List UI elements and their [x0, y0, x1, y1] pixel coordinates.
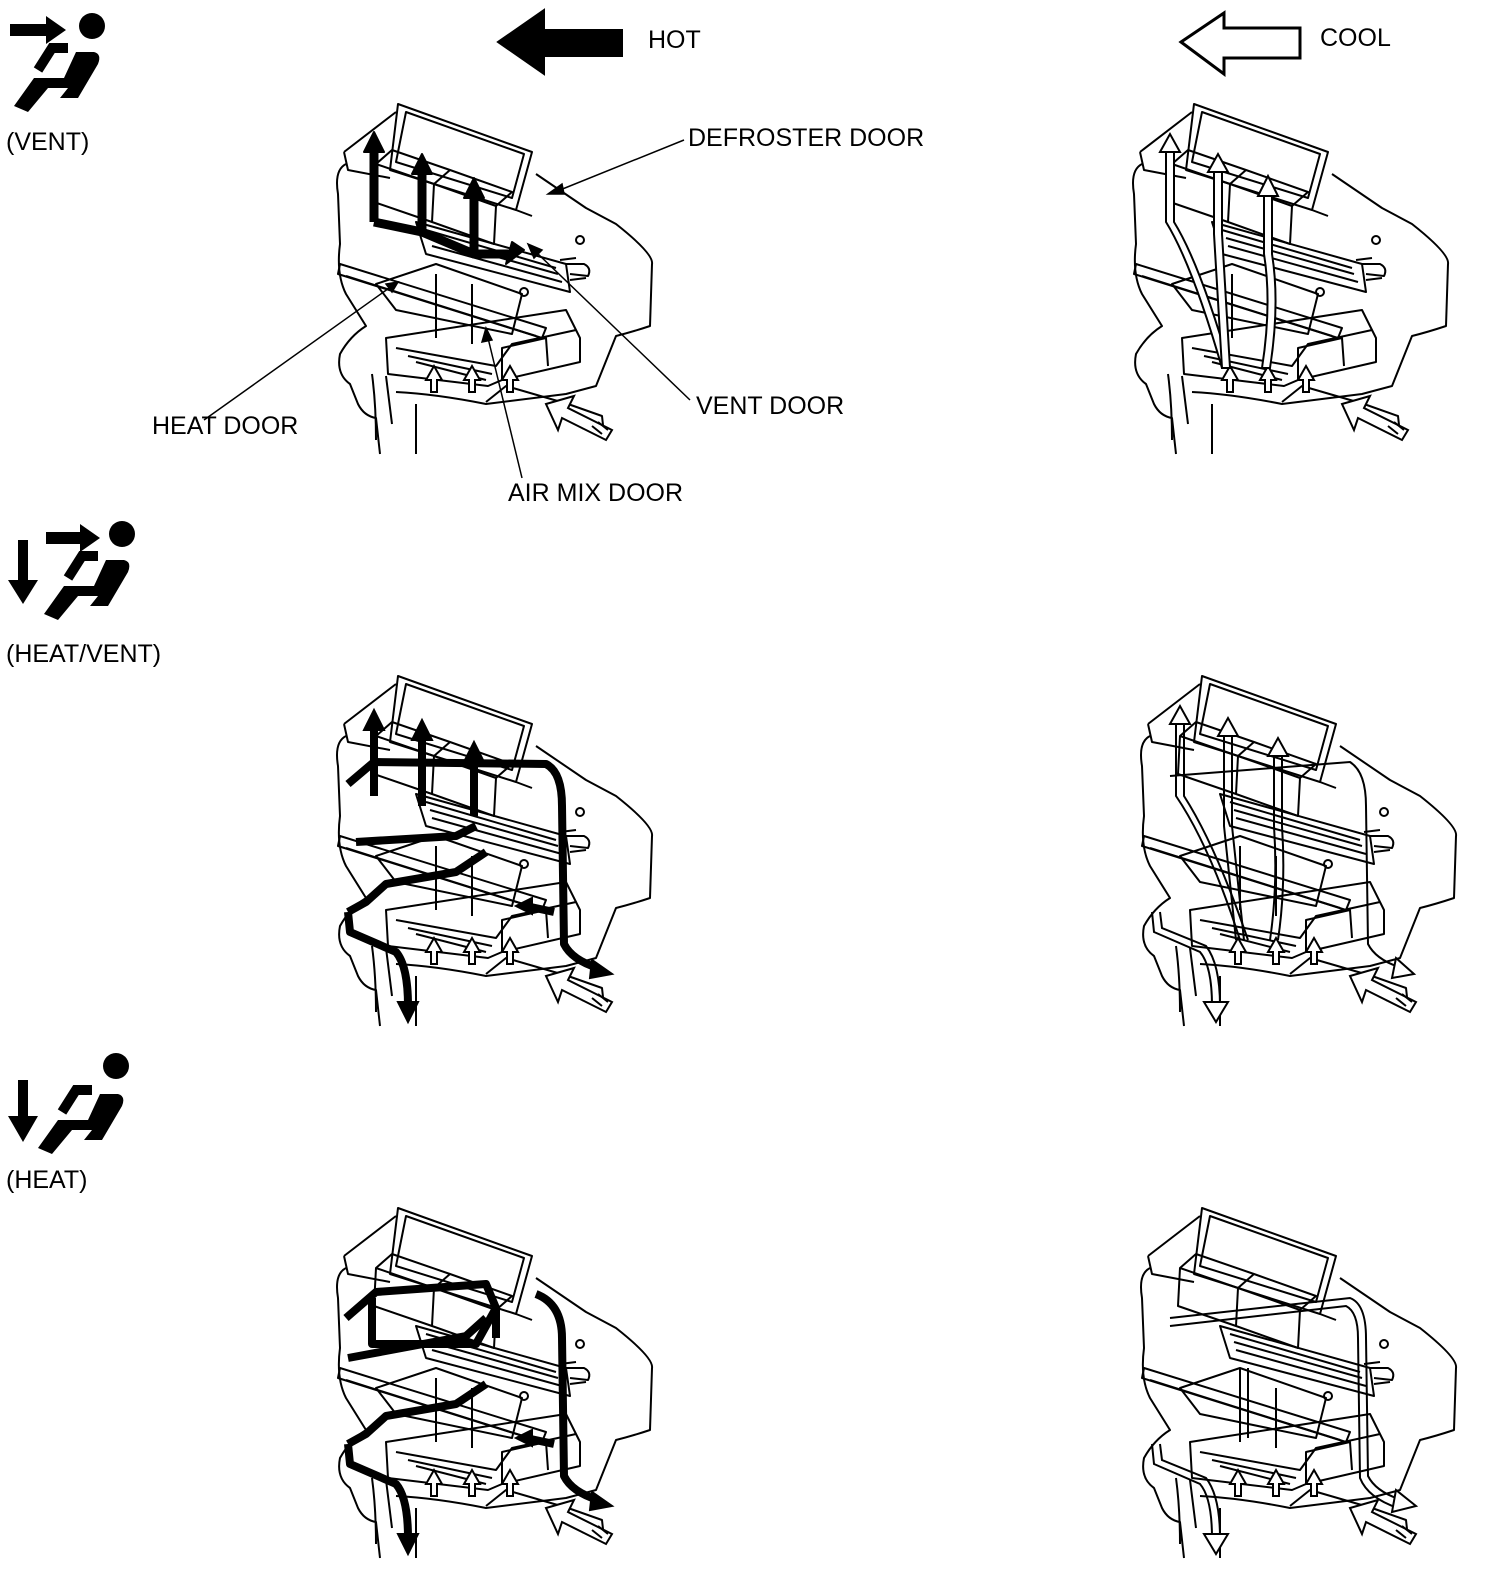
- callout-vent-door: VENT DOOR: [696, 392, 845, 420]
- mode-label-heat-vent: (HEAT/VENT): [6, 640, 162, 668]
- hot-airflow-arrows: [344, 728, 600, 1007]
- heat-hot-diagram: [336, 1207, 654, 1559]
- hot-airflow-arrows: [343, 1280, 600, 1539]
- vent-hot-diagram: [336, 103, 654, 455]
- mode-label-heat: (HEAT): [6, 1166, 88, 1194]
- heat-vent-mode-icon: [8, 521, 135, 620]
- mode-label-vent: (VENT): [6, 128, 90, 156]
- hot-airflow-arrows: [363, 131, 525, 265]
- hot-label: HOT: [648, 26, 701, 54]
- callout-defroster-door: DEFROSTER DOOR: [688, 124, 925, 152]
- cool-airflow-arrows: [1151, 720, 1403, 1007]
- cool-label: COOL: [1320, 24, 1391, 52]
- callout-heat-door: HEAT DOOR: [152, 412, 299, 440]
- heat-mode-icon: [8, 1053, 129, 1154]
- callout-air-mix-door: AIR MIX DOOR: [508, 479, 684, 507]
- cool-airflow-arrows: [1158, 131, 1280, 369]
- cool-airflow-arrows: [1151, 1296, 1403, 1539]
- callout-leader-lines: [203, 139, 691, 479]
- heat-vent-cool-diagram: [1140, 675, 1458, 1027]
- vent-mode-icon: [10, 13, 105, 112]
- heat-cool-diagram: [1140, 1207, 1458, 1559]
- cool-arrow-icon: [1178, 10, 1302, 77]
- heat-vent-hot-diagram: [336, 675, 654, 1027]
- vent-cool-diagram: [1132, 103, 1450, 455]
- hot-arrow-icon: [496, 8, 623, 76]
